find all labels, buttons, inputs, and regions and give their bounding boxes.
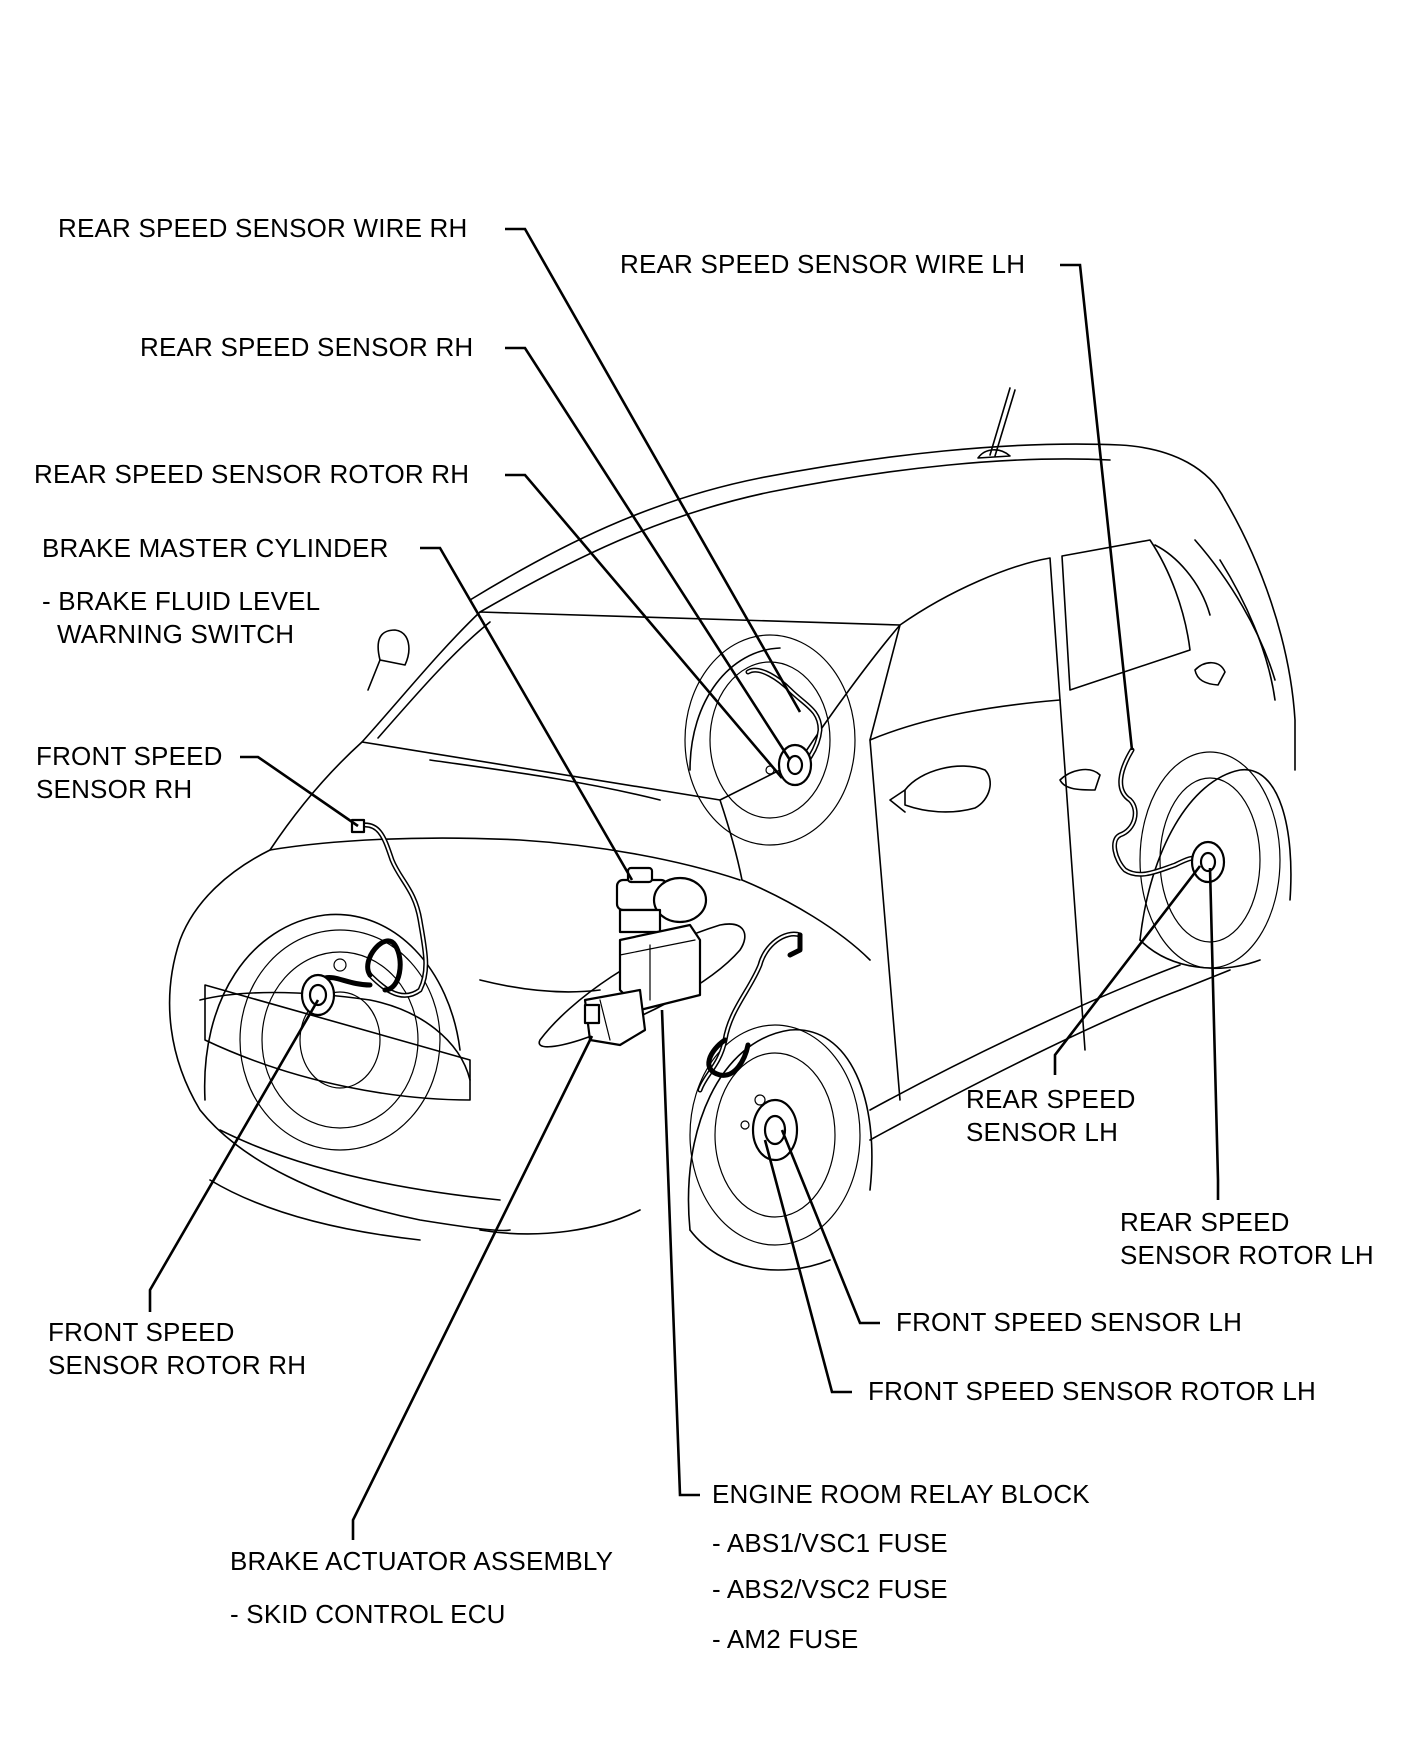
vehicle-body-outline: [168, 387, 1296, 1271]
label-rear-speed-sensor-wire-lh: REAR SPEED SENSOR WIRE LH: [620, 249, 1026, 279]
label-brake-actuator-assembly: BRAKE ACTUATOR ASSEMBLY - SKID CONTROL E…: [230, 1545, 613, 1631]
skid-control-ecu: - SKID CONTROL ECU: [230, 1599, 506, 1629]
rear-speed-sensor-lh-line1: REAR SPEED: [966, 1084, 1136, 1114]
brake-fluid-level-line1: - BRAKE FLUID LEVEL: [42, 586, 321, 616]
brake-master-cylinder-part: [615, 866, 708, 934]
rear-speed-sensor-rotor-lh-line1: REAR SPEED: [1120, 1207, 1290, 1237]
brake-fluid-level-line2: WARNING SWITCH: [57, 619, 295, 649]
front-speed-sensor-lh-wire: [697, 931, 803, 1093]
label-rear-speed-sensor-wire-rh: REAR SPEED SENSOR WIRE RH: [58, 213, 468, 243]
brake-actuator-assembly-title: BRAKE ACTUATOR ASSEMBLY: [230, 1546, 614, 1576]
front-speed-sensor-rh-line1: FRONT SPEED: [36, 741, 223, 771]
label-engine-room-relay-block: ENGINE ROOM RELAY BLOCK - ABS1/VSC1 FUSE…: [712, 1478, 1090, 1656]
label-rear-speed-sensor-rotor-lh: REAR SPEED SENSOR ROTOR LH: [1120, 1206, 1374, 1272]
front-speed-sensor-rh-wire: [322, 818, 429, 998]
rear-speed-sensor-rh-wire: [745, 667, 823, 787]
abs1-vsc1-fuse: - ABS1/VSC1 FUSE: [712, 1528, 948, 1558]
label-rear-speed-sensor-lh: REAR SPEED SENSOR LH: [966, 1083, 1136, 1149]
rear-speed-sensor-lh-line2: SENSOR LH: [966, 1117, 1119, 1147]
front-speed-sensor-rotor-rh-line2: SENSOR ROTOR RH: [48, 1350, 307, 1380]
label-brake-master-cylinder: BRAKE MASTER CYLINDER - BRAKE FLUID LEVE…: [42, 532, 389, 651]
label-front-speed-sensor-rh: FRONT SPEED SENSOR RH: [36, 740, 223, 806]
label-rear-speed-sensor-rotor-rh: REAR SPEED SENSOR ROTOR RH: [34, 459, 470, 489]
front-lh-hub: [740, 1094, 799, 1162]
engine-room-relay-block-part: [618, 923, 702, 1012]
label-rear-speed-sensor-rh: REAR SPEED SENSOR RH: [140, 332, 474, 362]
abs2-vsc2-fuse: - ABS2/VSC2 FUSE: [712, 1574, 948, 1604]
rear-speed-sensor-lh-wire: [1112, 747, 1226, 884]
label-front-speed-sensor-rotor-rh: FRONT SPEED SENSOR ROTOR RH: [48, 1316, 306, 1382]
front-speed-sensor-rotor-rh-line1: FRONT SPEED: [48, 1317, 235, 1347]
leader-lines: [148, 227, 1220, 1540]
rear-speed-sensor-rotor-lh-line2: SENSOR ROTOR LH: [1120, 1240, 1374, 1270]
brake-actuator-assembly-part: [583, 988, 647, 1047]
am2-fuse: - AM2 FUSE: [712, 1624, 859, 1654]
label-front-speed-sensor-rotor-lh: FRONT SPEED SENSOR ROTOR LH: [868, 1376, 1316, 1406]
front-speed-sensor-rh-line2: SENSOR RH: [36, 774, 193, 804]
front-rh-hub: [300, 958, 347, 1017]
label-front-speed-sensor-lh: FRONT SPEED SENSOR LH: [896, 1307, 1243, 1337]
brake-master-cylinder-title: BRAKE MASTER CYLINDER: [42, 533, 389, 563]
engine-room-relay-block-title: ENGINE ROOM RELAY BLOCK: [712, 1479, 1090, 1509]
